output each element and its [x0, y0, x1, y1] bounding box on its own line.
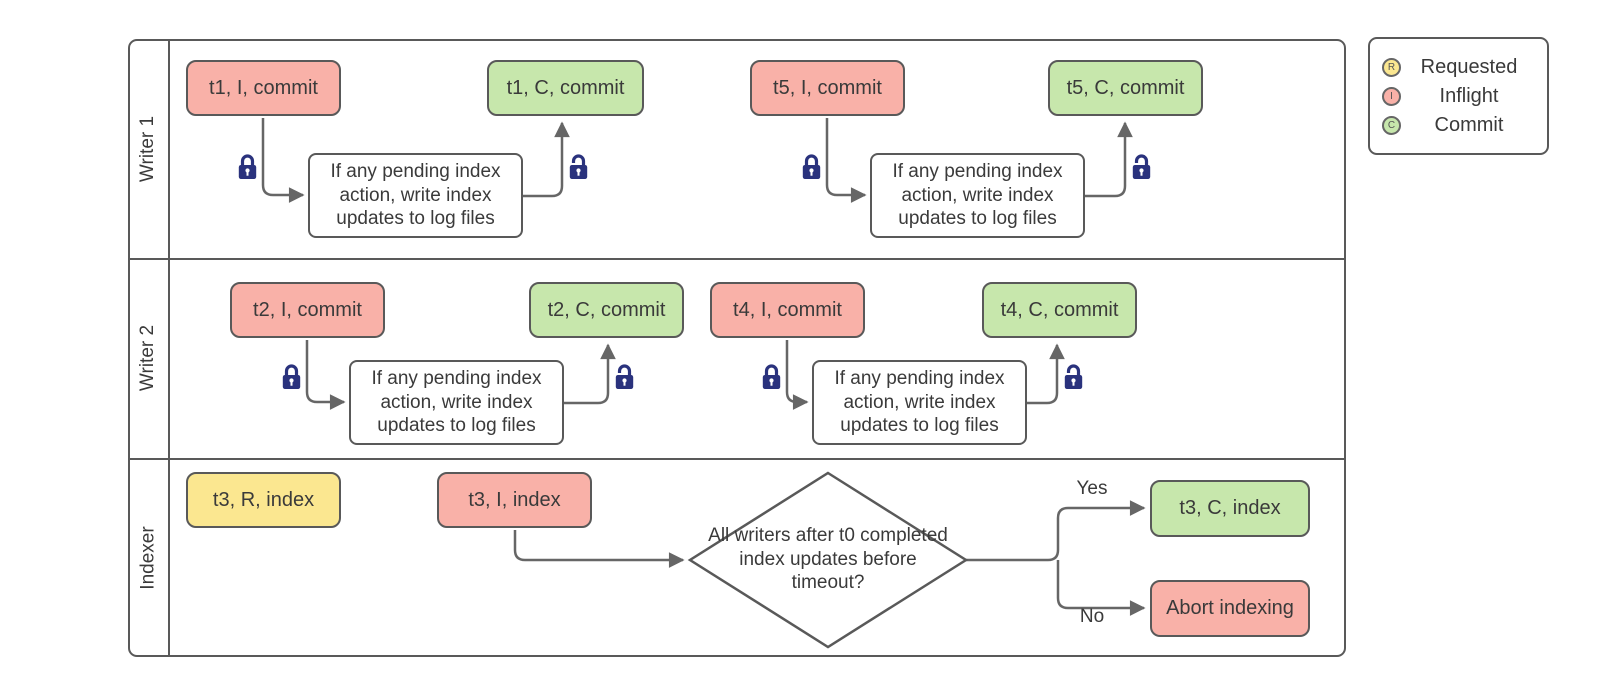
- note-t5-pending-index: If any pending index action, write index…: [870, 153, 1085, 238]
- legend-label-commit: Commit: [1434, 113, 1504, 136]
- arrow-t5-inflight-to-note: [825, 118, 867, 203]
- note-t1-pending-index: If any pending index action, write index…: [308, 153, 523, 238]
- arrow-t1-inflight-to-note: [261, 118, 305, 203]
- note-t4-pending-index: If any pending index action, write index…: [812, 360, 1027, 445]
- edge-label-no: No: [1079, 606, 1105, 627]
- lock-closed-icon: [235, 152, 260, 182]
- decision-diamond: [687, 471, 969, 649]
- node-t1-commit: t1, C, commit: [487, 60, 644, 116]
- node-t4-commit: t4, C, commit: [982, 282, 1137, 338]
- lane-label-divider: [168, 39, 170, 657]
- lane-label-writer2: Writer 2: [128, 258, 169, 458]
- node-t2-inflight: t2, I, commit: [230, 282, 385, 338]
- lane-label-indexer-text: Indexer: [137, 525, 159, 590]
- legend: R Requested I Inflight C Commit: [1368, 37, 1549, 155]
- arrow-t2-inflight-to-note: [305, 340, 346, 410]
- legend-item-inflight: I Inflight: [1382, 82, 1537, 111]
- legend-item-commit: C Commit: [1382, 111, 1537, 140]
- lock-open-icon: [1129, 152, 1154, 182]
- inflight-state-icon: I: [1382, 86, 1401, 106]
- edge-label-yes: Yes: [1076, 478, 1108, 499]
- lock-open-icon: [1061, 362, 1086, 392]
- decision-label: All writers after t0 completed index upd…: [708, 525, 948, 594]
- legend-label-requested: Requested: [1420, 55, 1518, 78]
- node-t1-inflight: t1, I, commit: [186, 60, 341, 116]
- arrow-t3-inflight-to-decision: [513, 530, 685, 568]
- node-t5-commit: t5, C, commit: [1048, 60, 1203, 116]
- node-t5-inflight: t5, I, commit: [750, 60, 905, 116]
- lane-label-indexer: Indexer: [128, 458, 169, 657]
- arrow-note-to-t4-commit: [1027, 343, 1065, 405]
- node-t3-requested: t3, R, index: [186, 472, 341, 528]
- legend-label-inflight: Inflight: [1439, 84, 1499, 107]
- lock-closed-icon: [759, 362, 784, 392]
- lock-closed-icon: [279, 362, 304, 392]
- lane-label-writer1-text: Writer 1: [137, 115, 159, 182]
- arrow-note-to-t5-commit: [1085, 121, 1133, 198]
- note-t2-pending-index: If any pending index action, write index…: [349, 360, 564, 445]
- arrow-decision-no-to-abort: [1056, 560, 1146, 616]
- lock-closed-icon: [799, 152, 824, 182]
- node-t4-inflight: t4, I, commit: [710, 282, 865, 338]
- lane-label-writer1: Writer 1: [128, 39, 169, 258]
- legend-item-requested: R Requested: [1382, 53, 1537, 82]
- arrow-t4-inflight-to-note: [785, 340, 809, 410]
- arrow-note-to-t2-commit: [564, 343, 616, 405]
- lock-open-icon: [612, 362, 637, 392]
- lane-label-writer2-text: Writer 2: [137, 324, 159, 392]
- commit-state-icon: C: [1382, 115, 1401, 135]
- lane-separator-2: [128, 458, 1346, 460]
- swimlane-frame: [128, 39, 1346, 657]
- node-t2-commit: t2, C, commit: [529, 282, 684, 338]
- lock-open-icon: [566, 152, 591, 182]
- node-abort-indexing: Abort indexing: [1150, 580, 1310, 637]
- lane-separator-1: [128, 258, 1346, 260]
- node-t3-commit: t3, C, index: [1150, 480, 1310, 537]
- arrow-decision-yes-to-t3-commit: [966, 500, 1146, 562]
- requested-state-icon: R: [1382, 57, 1401, 77]
- node-t3-inflight: t3, I, index: [437, 472, 592, 528]
- arrow-note-to-t1-commit: [523, 121, 570, 198]
